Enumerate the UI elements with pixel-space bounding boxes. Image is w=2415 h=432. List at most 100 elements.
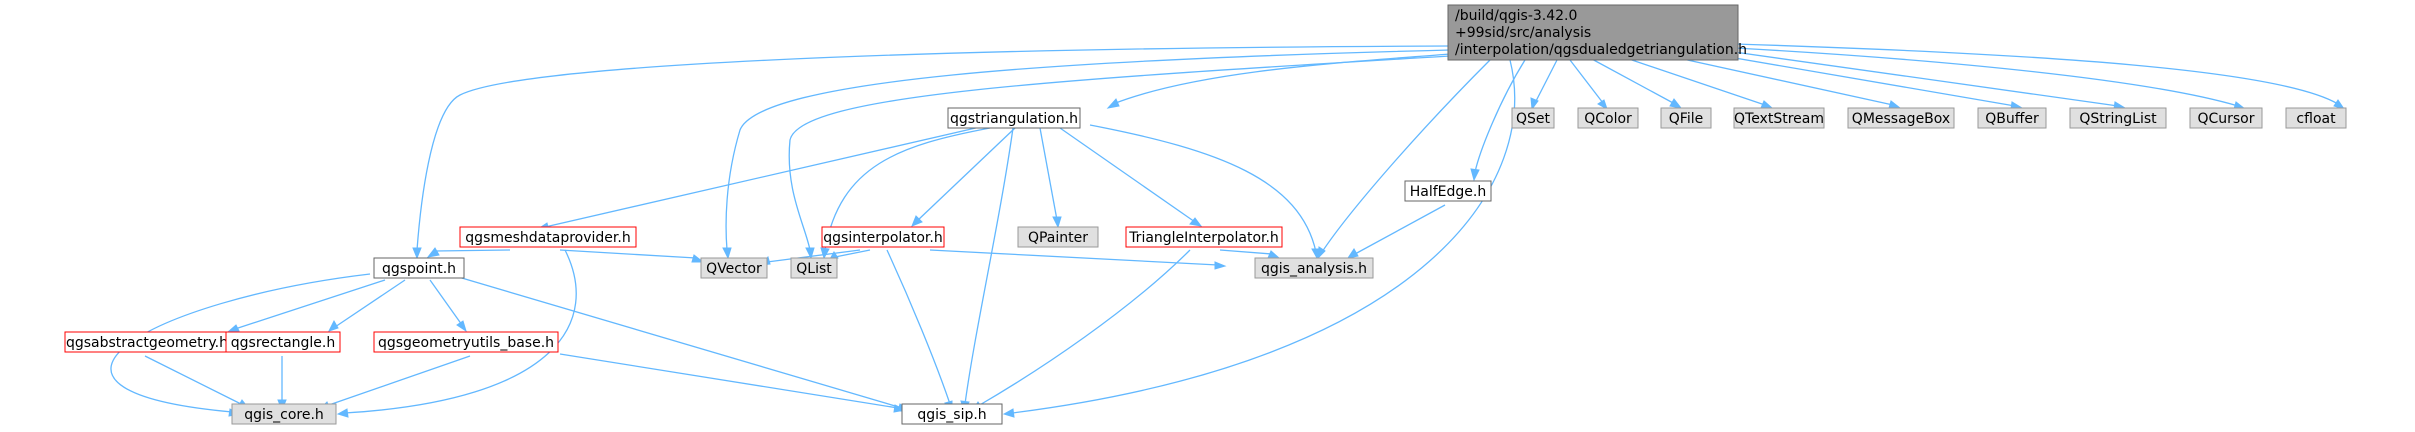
node-qgsrectangle[interactable]: qgsrectangle.h (225, 331, 341, 353)
edge-arrowhead (328, 319, 339, 332)
node-qstringlist-label: QStringList (2079, 111, 2157, 127)
edge-root-to-qgspoint (416, 45, 1451, 251)
node-halfedge[interactable]: HalfEdge.h (1404, 180, 1492, 202)
edge-qgsinterpolator-to-qgis-sip (886, 249, 951, 405)
node-qgsinterpolator[interactable]: qgsinterpolator.h (821, 226, 945, 248)
edge-arrowhead (1669, 98, 1683, 109)
edge-arrowhead (226, 324, 240, 333)
edge-qgsinterpolator-to-qgis-analysis (929, 249, 1219, 266)
node-qgis-analysis-box (1254, 257, 1374, 279)
node-qgsabstractgeometry[interactable]: qgsabstractgeometry.h (64, 331, 230, 353)
node-qgis-analysis-label: qgis_analysis.h (1261, 261, 1367, 277)
node-qfile-box (1660, 107, 1712, 129)
node-qgstriangulation[interactable]: qgstriangulation.h (947, 107, 1081, 129)
edge-qgstriangulation-to-qgis-analysis (1089, 124, 1317, 253)
edge-halfedge-to-qgis-analysis (1354, 204, 1446, 255)
node-halfedge-box (1404, 180, 1492, 202)
edge-root-to-qtextstream (1619, 55, 1766, 106)
node-root-line-3: /interpolation/qgsdualedgetriangulation.… (1455, 42, 1747, 58)
edge-triangleinterpolator-to-qgis-sip (977, 249, 1191, 407)
edge-qgstriangulation-to-qgsmeshdataprovider (544, 126, 981, 228)
node-qvector-box (700, 257, 768, 279)
node-qgspoint[interactable]: qgspoint.h (373, 257, 465, 279)
edge-arrowhead (805, 247, 815, 260)
node-qgis-sip-box (901, 403, 1003, 425)
node-qgsgeometryutils-base-box (373, 331, 559, 353)
node-qfile-label: QFile (1669, 111, 1703, 127)
node-qgsrectangle-label: qgsrectangle.h (231, 335, 335, 351)
node-qgsmeshdataprovider-label: qgsmeshdataprovider.h (465, 230, 630, 246)
node-layer: /build/qgis-3.42.0 +99sid/src/analysis /… (64, 4, 2347, 425)
edge-arrowhead (1530, 97, 1539, 111)
edge-root-to-qset (1534, 59, 1558, 104)
edge-qgsgeometryutils-base-to-qgis-core (325, 355, 471, 407)
edge-root-to-qvector (725, 49, 1451, 251)
edge-qgspoint-to-qgsrectangle (334, 279, 406, 328)
edge-root-to-qgis-analysis (1321, 59, 1491, 253)
edge-arrowhead (1346, 248, 1359, 259)
edge-root-to-qmessagebox (1659, 53, 1894, 106)
edge-qgsmeshdataprovider-to-qgis-core (344, 249, 577, 414)
edge-arrowhead (691, 254, 705, 263)
node-qmessagebox-label: QMessageBox (1852, 111, 1950, 127)
edge-qgspoint-to-qgsgeometryutils-base (429, 279, 463, 326)
node-qgis-core-box (231, 403, 337, 425)
node-qvector-label: QVector (706, 261, 762, 277)
edge-qgstriangulation-to-qgsinterpolator (916, 127, 1016, 222)
edge-root-to-qstringlist (1719, 49, 2119, 107)
node-qgsrectangle-box (225, 331, 341, 353)
edge-arrowhead (412, 247, 422, 260)
edge-qgstriangulation-to-qpainter (1039, 127, 1058, 221)
node-qgsmeshdataprovider-box (459, 226, 637, 248)
edge-arrowhead (336, 408, 349, 418)
node-triangleinterpolator-box (1125, 226, 1283, 248)
node-qtextstream: QTextStream (1733, 107, 1825, 129)
edge-root-to-qgstriangulation (1112, 53, 1451, 105)
edge-qgstriangulation-to-qgis-sip (964, 127, 1014, 405)
edge-arrowhead (1470, 168, 1480, 182)
edge-arrowhead (1106, 98, 1120, 109)
node-qlist-label: QList (796, 261, 832, 277)
node-qcursor: QCursor (2189, 107, 2263, 129)
edge-qgstriangulation-to-qlist (824, 127, 991, 251)
edge-arrowhead (1052, 216, 1062, 229)
node-triangleinterpolator[interactable]: TriangleInterpolator.h (1125, 226, 1283, 248)
node-qgsmeshdataprovider[interactable]: qgsmeshdataprovider.h (459, 226, 637, 248)
edge-qgsmeshdataprovider-to-qgspoint (434, 249, 511, 252)
node-qgis-sip[interactable]: qgis_sip.h (901, 403, 1003, 425)
node-qcolor-label: QColor (1584, 111, 1632, 127)
edge-triangleinterpolator-to-qgis-analysis (1219, 249, 1273, 255)
node-qlist-box (790, 257, 838, 279)
node-qlist: QList (790, 257, 838, 279)
node-root-line-1: /build/qgis-3.42.0 (1455, 8, 1577, 24)
node-qgsabstractgeometry-label: qgsabstractgeometry.h (66, 335, 228, 351)
node-qstringlist: QStringList (2069, 107, 2167, 129)
node-qtextstream-box (1733, 107, 1825, 129)
edge-qgsinterpolator-to-qvector (766, 249, 861, 263)
node-qgsgeometryutils-base-label: qgsgeometryutils_base.h (378, 335, 554, 351)
node-qgis-analysis: qgis_analysis.h (1254, 257, 1374, 279)
node-qgstriangulation-box (947, 107, 1081, 129)
edge-qgspoint-to-qgis-sip (454, 275, 903, 409)
edge-qgsgeometryutils-base-to-qgis-sip (559, 353, 899, 409)
edge-arrowhead (1267, 250, 1281, 259)
node-qgis-sip-label: qgis_sip.h (917, 407, 986, 423)
edge-arrowhead (1311, 248, 1321, 260)
edge-arrowhead (1888, 100, 1902, 109)
node-qgsgeometryutils-base[interactable]: qgsgeometryutils_base.h (373, 331, 559, 353)
node-cfloat: cfloat (2285, 107, 2347, 129)
node-qmessagebox: QMessageBox (1847, 107, 1955, 129)
node-root-file: /build/qgis-3.42.0 +99sid/src/analysis /… (1447, 4, 1747, 61)
node-qtextstream-label: QTextStream (1734, 111, 1824, 127)
node-qgspoint-label: qgspoint.h (382, 261, 456, 277)
edge-qgspoint-to-qgsabstractgeometry (234, 279, 386, 330)
node-qpainter-label: QPainter (1028, 230, 1088, 246)
edge-root-to-qcursor (1734, 47, 2239, 107)
edge-root-to-qfile (1589, 57, 1676, 105)
edge-root-to-halfedge (1474, 59, 1526, 173)
edge-arrowhead (1189, 217, 1203, 227)
node-qstringlist-box (2069, 107, 2167, 129)
edge-arrowhead (1214, 261, 1227, 270)
node-qbuffer-label: QBuffer (1985, 111, 2039, 127)
